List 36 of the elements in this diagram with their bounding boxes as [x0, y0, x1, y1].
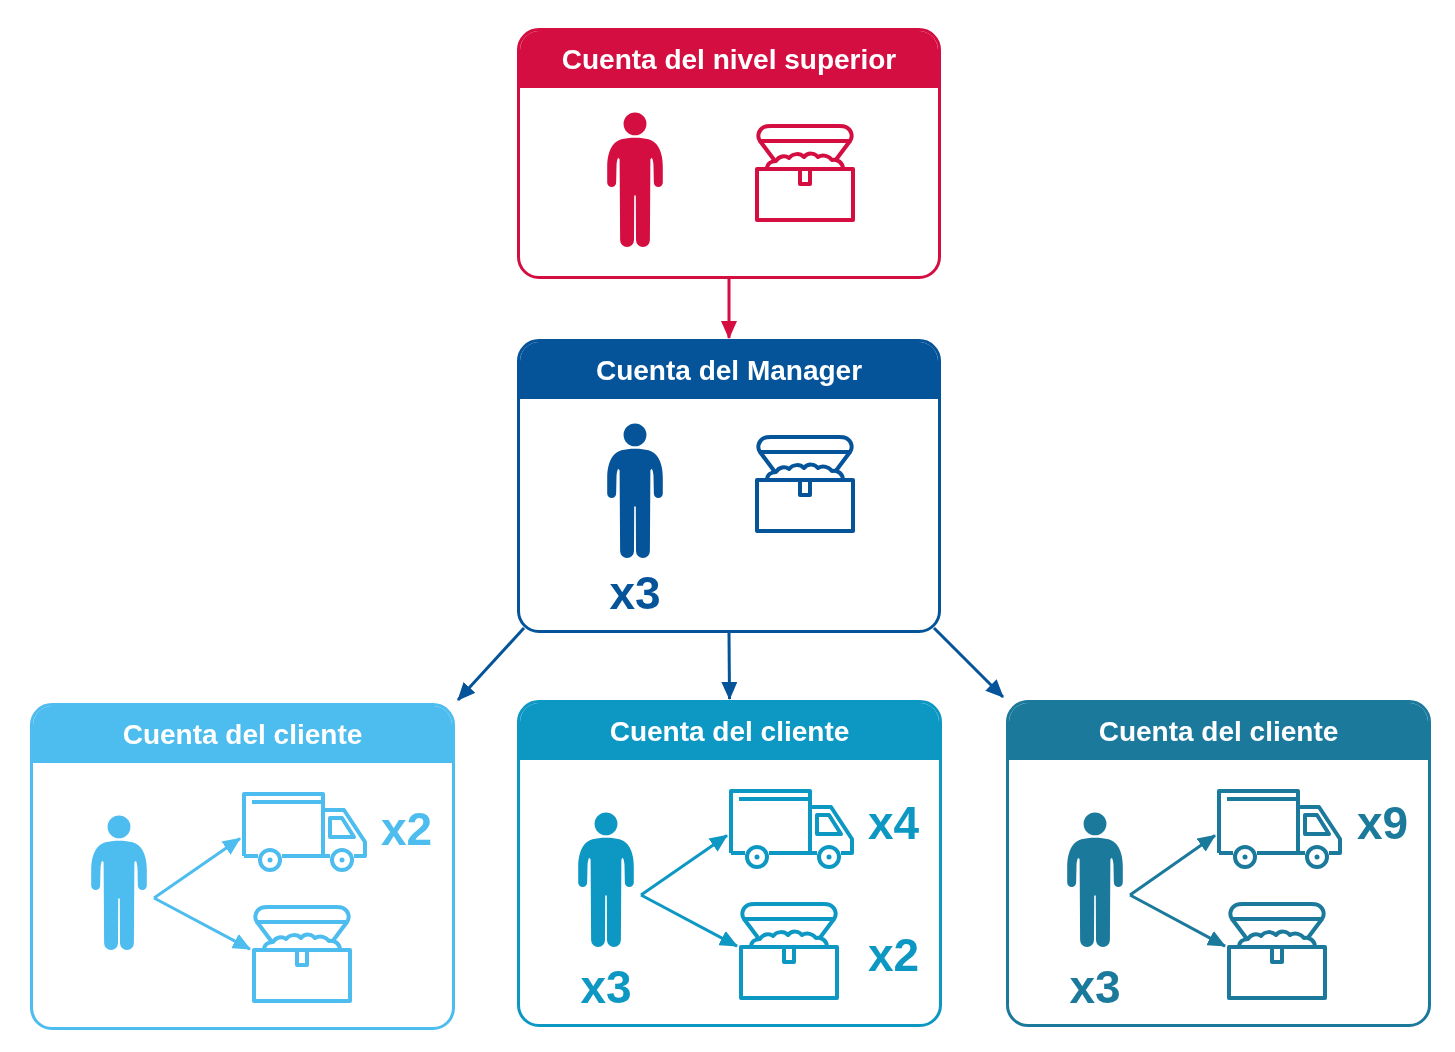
truck-icon [1217, 789, 1342, 869]
card-header: Cuenta del cliente [1009, 703, 1428, 760]
quantity-label: x9 [1357, 800, 1409, 846]
arrow [456, 627, 526, 701]
account-card [1006, 700, 1431, 1027]
quantity-label: x3 [580, 964, 632, 1010]
treasure-chest-icon [1227, 902, 1327, 1000]
quantity-label: x2 [381, 806, 433, 852]
quantity-label: x3 [609, 570, 661, 616]
card-header: Cuenta del nivel superior [520, 31, 938, 88]
person-icon [577, 812, 635, 948]
quantity-label: x2 [868, 932, 920, 978]
account-card [517, 339, 941, 633]
person-icon [1066, 812, 1124, 948]
arrow [1129, 834, 1216, 897]
truck-icon [242, 792, 367, 872]
card-header: Cuenta del Manager [520, 342, 938, 399]
arrow [1129, 893, 1226, 948]
person-icon [90, 815, 148, 951]
quantity-label: x4 [868, 800, 920, 846]
card-header: Cuenta del cliente [33, 706, 452, 763]
account-card [517, 28, 941, 279]
arrow [153, 837, 241, 900]
treasure-chest-icon [739, 902, 839, 1000]
card-header: Cuenta del cliente [520, 703, 939, 760]
arrow [153, 896, 251, 951]
arrow [721, 633, 738, 700]
arrow [640, 834, 728, 897]
quantity-label: x3 [1069, 964, 1121, 1010]
account-card [30, 703, 455, 1030]
arrow [721, 279, 737, 339]
treasure-chest-icon [252, 905, 352, 1003]
arrow [932, 626, 1005, 699]
arrow [640, 893, 738, 948]
truck-icon [729, 789, 854, 869]
account-card [517, 700, 942, 1027]
